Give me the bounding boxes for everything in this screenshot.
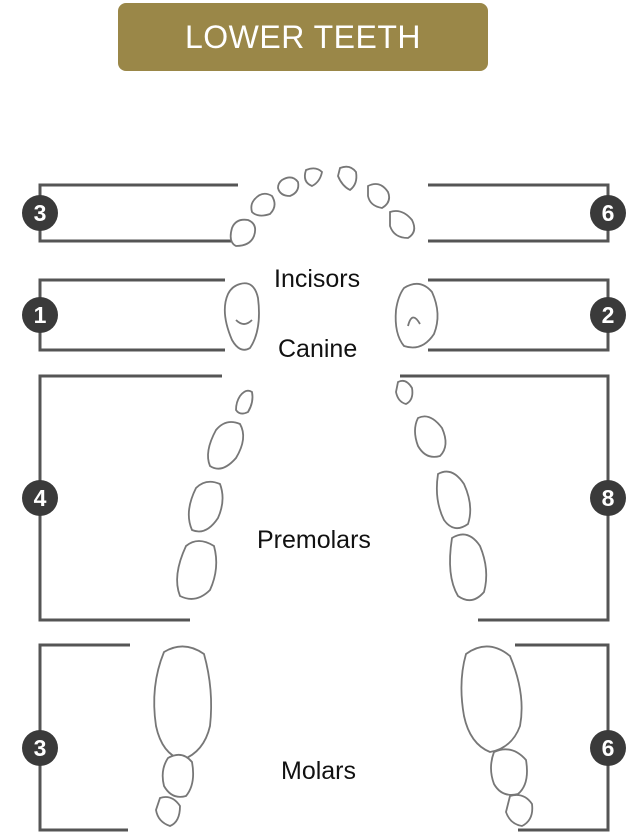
canine-tooth: [225, 283, 259, 350]
incisor-tooth: [231, 220, 255, 246]
bracket-incisors-right: [428, 185, 608, 241]
canine-label: Canine: [278, 335, 357, 364]
molars-label: Molars: [281, 757, 356, 786]
incisor-tooth: [251, 194, 274, 216]
molar-tooth: [461, 646, 521, 752]
premolar-tooth: [208, 422, 243, 469]
premolar-tooth: [236, 391, 253, 414]
incisor-tooth: [368, 184, 389, 208]
bracket-premolars-right: [400, 376, 608, 620]
svg-text:1: 1: [34, 302, 47, 328]
bracket-canine-left: [40, 280, 225, 350]
premolar-tooth: [450, 534, 486, 600]
badge-incisors-left: 3: [22, 195, 58, 231]
premolar-tooth: [396, 381, 412, 404]
molar-tooth: [156, 797, 180, 826]
svg-text:8: 8: [602, 485, 615, 511]
badge-premolars-right: 8: [590, 480, 626, 516]
incisor-tooth: [305, 168, 322, 186]
svg-text:2: 2: [602, 302, 615, 328]
badge-incisors-right: 6: [590, 195, 626, 231]
incisor-tooth: [390, 211, 414, 238]
premolar-tooth: [415, 416, 446, 457]
canine-tooth: [396, 284, 438, 348]
badge-canine-right: 2: [590, 297, 626, 333]
premolar-tooth: [437, 472, 470, 529]
molar-tooth: [163, 755, 193, 797]
badge-molars-right: 6: [590, 730, 626, 766]
bracket-incisors-left: [40, 185, 238, 241]
incisor-tooth: [338, 167, 356, 190]
svg-text:4: 4: [34, 485, 47, 511]
svg-text:3: 3: [34, 735, 47, 761]
molar-tooth: [506, 795, 532, 826]
incisors-label: Incisors: [274, 265, 360, 294]
incisor-tooth: [278, 177, 298, 196]
svg-text:3: 3: [34, 200, 47, 226]
badge-premolars-left: 4: [22, 480, 58, 516]
bracket-canine-right: [428, 280, 608, 350]
svg-text:6: 6: [602, 200, 615, 226]
molar-tooth: [154, 646, 211, 760]
molar-tooth: [491, 749, 527, 795]
premolar-tooth: [189, 482, 223, 532]
svg-text:6: 6: [602, 735, 615, 761]
badge-molars-left: 3: [22, 730, 58, 766]
premolar-tooth: [177, 541, 216, 599]
badge-canine-left: 1: [22, 297, 58, 333]
premolars-label: Premolars: [257, 526, 371, 555]
